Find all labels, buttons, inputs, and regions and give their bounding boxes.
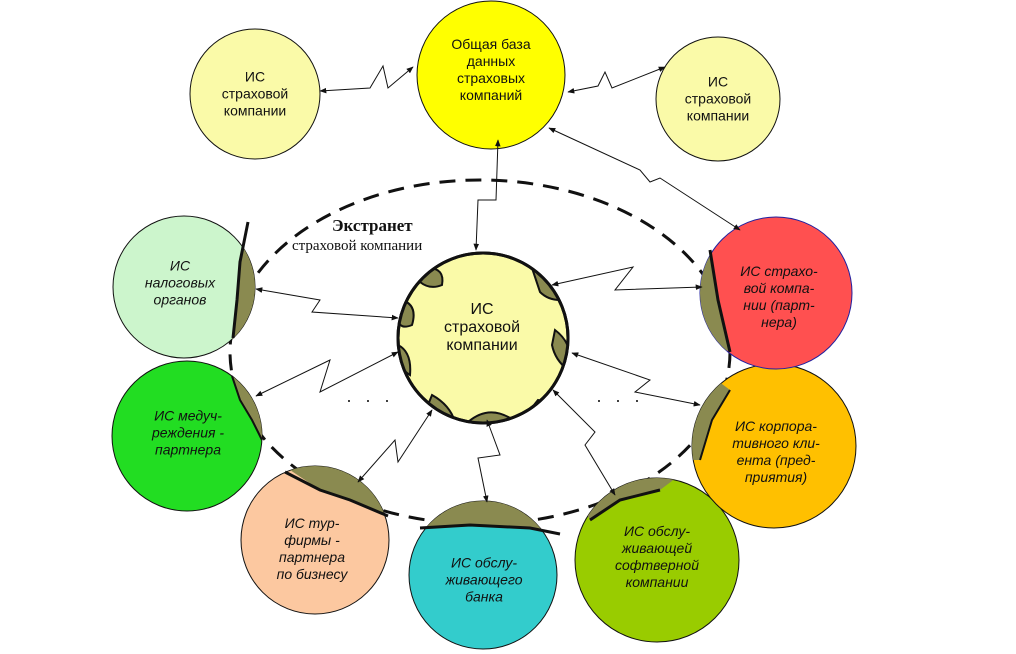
node-tax <box>112 215 256 359</box>
node-travel <box>240 465 390 615</box>
ellipsis-right: · · · <box>596 390 644 410</box>
label-corporate: ИС корпора-тивного кли-ента (пред-прияти… <box>732 418 820 485</box>
node-top-left <box>189 28 321 160</box>
connectors <box>255 64 741 503</box>
ellipsis-left: · · · <box>346 390 394 410</box>
extranet-subtitle: страховой компании <box>292 238 423 254</box>
label-medical: ИС медуч-реждения -партнера <box>151 407 225 458</box>
extranet-title: Экстранет <box>332 216 413 235</box>
node-partner-insurer <box>699 216 853 370</box>
label-partner-insurer: ИС страхо-вой компа-нии (парт-нера) <box>740 263 818 330</box>
